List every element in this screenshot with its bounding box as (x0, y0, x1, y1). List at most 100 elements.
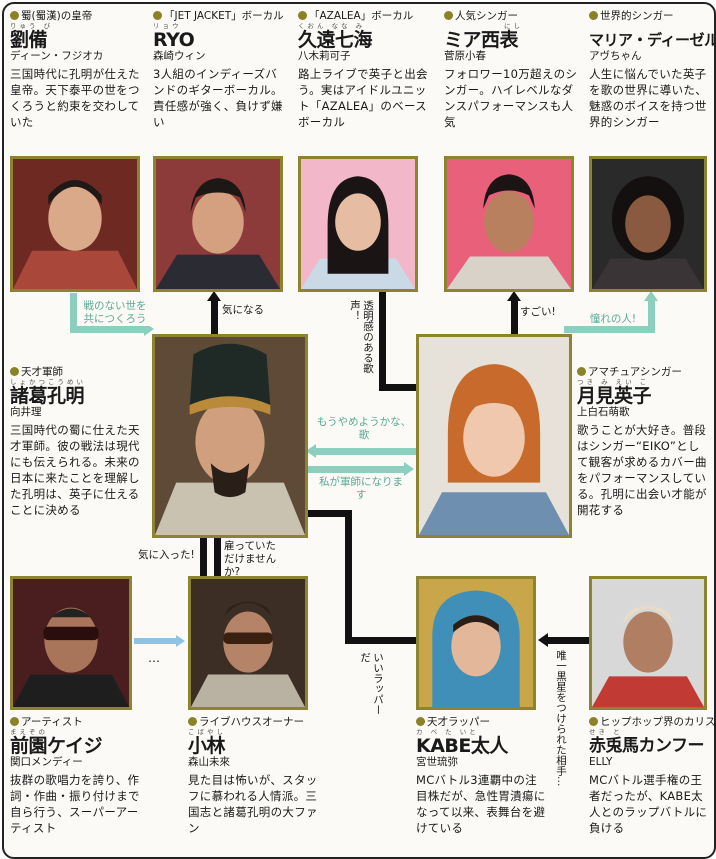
character-description: 抜群の歌唱力を誇り、作詞・作曲・振り付けまで自ら行う、スーパーアーティスト (10, 773, 140, 835)
portrait-ryo (153, 156, 283, 292)
portrait-mia (444, 156, 574, 292)
bullet-icon (188, 717, 197, 726)
liubei-koumei-line-h (70, 326, 146, 333)
actor-name: 向井理 (10, 406, 42, 418)
character-name: 月見英子 (577, 385, 652, 407)
character-card-ryo: 「JET JACKET」ボーカル リョウ RYO 森崎ウィン 3人組のインディー… (153, 10, 289, 130)
bullet-icon (589, 11, 598, 20)
character-name: 赤兎馬カンフー (589, 736, 705, 756)
bullet-icon (589, 717, 598, 726)
relation-akauma-kabe: 唯一黒星をつけられた相手… (554, 650, 567, 800)
arrow-head (144, 322, 154, 336)
kabe-eiko-line-c (345, 637, 419, 644)
kabe-eiko-line-a (308, 510, 352, 517)
character-description: フォロワー10万超えのシンガー。ハイレベルなダンスパフォーマンスも人気 (444, 67, 578, 129)
relation-kabe-eiko: いいラッパーだ (358, 652, 384, 724)
character-card-maria: 世界的シンガー マリア・ディーゼル アヴちゃん 人生に悩んでいた英子を歌の世界に… (589, 10, 716, 129)
eiko-mia-line (511, 300, 518, 336)
character-description: 路上ライブで英子と出会う。実はアイドルユニット「AZALEA」のベースボーカル (298, 67, 428, 129)
liubei-koumei-line-v (70, 293, 77, 333)
portrait-liubei (10, 156, 140, 292)
character-name: 久遠七海 (298, 29, 373, 51)
character-name: 諸葛孔明 (10, 385, 85, 407)
actor-name: アヴちゃん (589, 50, 642, 62)
akauma-kabe-line (546, 637, 592, 644)
arrow-head (306, 444, 316, 458)
actor-name: 上白石萌歌 (577, 406, 630, 418)
bullet-icon (10, 367, 19, 376)
character-description: 3人組のインディーズバンドのギターボーカル。責任感が強く、負けず嫌い (153, 67, 283, 129)
character-card-kobayashi: ライブハウスオーナー こばやし 小林 森山未來 見た目は怖いが、スタッフに慕われ… (188, 716, 320, 836)
bullet-icon (10, 717, 19, 726)
character-card-koumei: 天才軍師 しょかつこうめい 諸葛孔明 向井理 三国時代の蜀に仕えた天才軍師。彼の… (10, 366, 146, 518)
character-card-keiji: アーティスト まえぞの 前園ケイジ 関口メンディー 抜群の歌唱力を誇り、作詞・作… (10, 716, 146, 836)
actor-name: 関口メンディー (10, 756, 83, 768)
character-description: 歌うことが大好き。普段はシンガー“EIKO”として観客が求めるカバー曲をパフォー… (577, 423, 707, 517)
character-name: 劉備 (10, 29, 48, 51)
bullet-icon (444, 11, 453, 20)
actor-name: 菅原小春 (444, 50, 486, 62)
bullet-icon (153, 11, 162, 20)
bullet-icon (577, 367, 586, 376)
arrow-head (507, 291, 521, 301)
eiko-maria-line-v (648, 300, 655, 333)
relation-koumei-kobayashi: 雇っていただけませんか? (224, 540, 282, 579)
nanami-eiko-line-h (379, 384, 419, 391)
arrow-head (644, 291, 658, 301)
bullet-icon (298, 11, 307, 20)
character-card-mia: 人気シンガー にし ミア西表 菅原小春 フォロワー10万超えのシンガー。ハイレベ… (444, 10, 580, 130)
actor-name: ディーン・フジオカ (10, 50, 104, 62)
character-description: MCバトル3連覇中の注目株だが、急性胃潰瘍になって以来、表舞台を避けている (416, 773, 546, 835)
actor-name: 森崎ウィン (153, 50, 206, 62)
koumei-ryo-line (211, 300, 218, 336)
relation-eiko-koumei: もうやめようかな、歌 (312, 416, 416, 442)
kabe-eiko-line-b (345, 510, 352, 644)
portrait-nanami (298, 156, 418, 292)
eiko-maria-line-h (564, 326, 655, 333)
kobayashi-koumei-line-1 (200, 537, 207, 577)
portrait-kobayashi (188, 576, 308, 710)
portrait-kabe (416, 576, 536, 710)
character-description: 三国時代の蜀に仕えた天才軍師。彼の戦法は現代にも伝えられる。未来の日本に来たこと… (10, 423, 140, 517)
portrait-akauma (589, 576, 707, 710)
relation-koumei-ryo: 気になる (222, 304, 264, 317)
character-name: 前園ケイジ (10, 735, 103, 757)
relation-kobayashi-koumei: 気に入った! (138, 549, 195, 562)
relation-eiko-maria: 憧れの人! (582, 313, 644, 326)
actor-name: 宮世琉弥 (416, 756, 458, 768)
bullet-icon (416, 717, 425, 726)
character-name: ミア西表 (444, 29, 519, 51)
koumei-eiko-line (306, 466, 406, 473)
character-name: 小林 (188, 735, 226, 757)
keiji-kobayashi-line (134, 638, 178, 644)
character-card-nanami: 「AZALEA」ボーカル くおん なな み 久遠七海 八木莉可子 路上ライブで英… (298, 10, 434, 130)
actor-name: ELLY (589, 756, 613, 768)
actor-name: 森山未來 (188, 756, 230, 768)
character-description: 三国時代に孔明が仕えた皇帝。天下泰平の世をつくろうと約束を交わしていた (10, 67, 140, 129)
relation-koumei-eiko: 私が軍師になります (319, 476, 403, 501)
arrow-head (538, 633, 548, 647)
character-name: RYO (153, 29, 195, 51)
character-name: KABE太人 (416, 735, 508, 757)
character-card-liubei: 蜀(蜀漢)の皇帝 りゅう び 劉備 ディーン・フジオカ 三国時代に孔明が仕えた皇… (10, 10, 146, 130)
portrait-koumei (152, 334, 308, 538)
nanami-eiko-line-v (379, 291, 386, 391)
arrow-head (176, 635, 185, 647)
relation-nanami-eiko: 透明感のある歌声！ (348, 300, 374, 382)
character-card-eiko: アマチュアシンガー つき み えい こ 月見英子 上白石萌歌 歌うことが大好き。… (577, 366, 711, 518)
character-description: 見た目は怖いが、スタッフに慕われる人情派。三国志と諸葛孔明の大ファン (188, 773, 318, 835)
portrait-eiko (416, 334, 572, 538)
actor-name: 八木莉可子 (298, 50, 351, 62)
arrow-head (207, 291, 221, 301)
character-description: MCバトル選手権の王者だったが、KABE太人とのラップバトルに負ける (589, 773, 708, 835)
character-description: 人生に悩んでいた英子を歌の世界に導いた、魅惑のボイスを持つ世界的シンガー (589, 67, 707, 129)
kobayashi-koumei-line-2 (214, 537, 221, 577)
relation-keiji-kobayashi: … (148, 651, 160, 665)
eiko-koumei-line (316, 448, 416, 455)
character-name: マリア・ディーゼル (589, 31, 716, 49)
portrait-keiji (10, 576, 132, 710)
bullet-icon (10, 11, 19, 20)
character-card-akauma: ヒップホップ界のカリスマ せき と 赤兎馬カンフー ELLY MCバトル選手権の… (589, 716, 716, 835)
character-card-kabe: 天才ラッパー カ ベ た いと KABE太人 宮世琉弥 MCバトル3連覇中の注目… (416, 716, 548, 836)
